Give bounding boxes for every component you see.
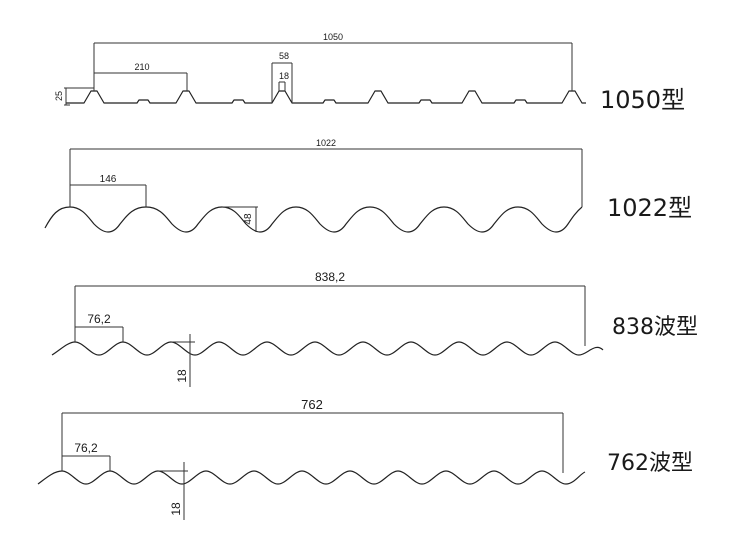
profile-838-outline [51, 341, 604, 356]
dim-1050-inner-label: 18 [279, 71, 289, 81]
dim-1050-total-label: 1050 [323, 32, 343, 42]
dim-762-height-label: 18 [169, 502, 183, 516]
profile-838-label: 838波型 [612, 315, 698, 340]
profile-838: 838,2 76,2 18 838波型 [51, 270, 698, 387]
profile-762-label: 762波型 [607, 451, 693, 476]
dim-762-pitch-label: 76,2 [74, 441, 98, 455]
dim-1022-height-label: 48 [243, 213, 254, 225]
dim-1022-total-label: 1022 [316, 138, 336, 148]
dim-838-total-label: 838,2 [315, 270, 345, 284]
dim-1050-height-label: 25 [54, 91, 64, 101]
profile-1050-label: 1050型 [600, 86, 685, 114]
profile-1050: 1050 210 58 18 25 1050型 [54, 32, 685, 114]
profile-1022-outline [44, 206, 583, 233]
profile-762: 762 76,2 18 762波型 [37, 397, 693, 520]
dim-1050-top-label: 58 [279, 51, 289, 61]
dim-1022-pitch-label: 146 [100, 174, 117, 185]
dim-1050-pitch-label: 210 [134, 62, 149, 72]
dim-838-pitch-label: 76,2 [87, 312, 111, 326]
dim-838-height-label: 18 [175, 369, 189, 383]
dim-762-total-label: 762 [301, 397, 323, 412]
profile-1022: 1022 146 48 1022型 [44, 138, 692, 233]
profile-1050-outline [66, 90, 586, 104]
profile-1022-label: 1022型 [607, 194, 692, 222]
profile-762-outline [37, 470, 586, 485]
